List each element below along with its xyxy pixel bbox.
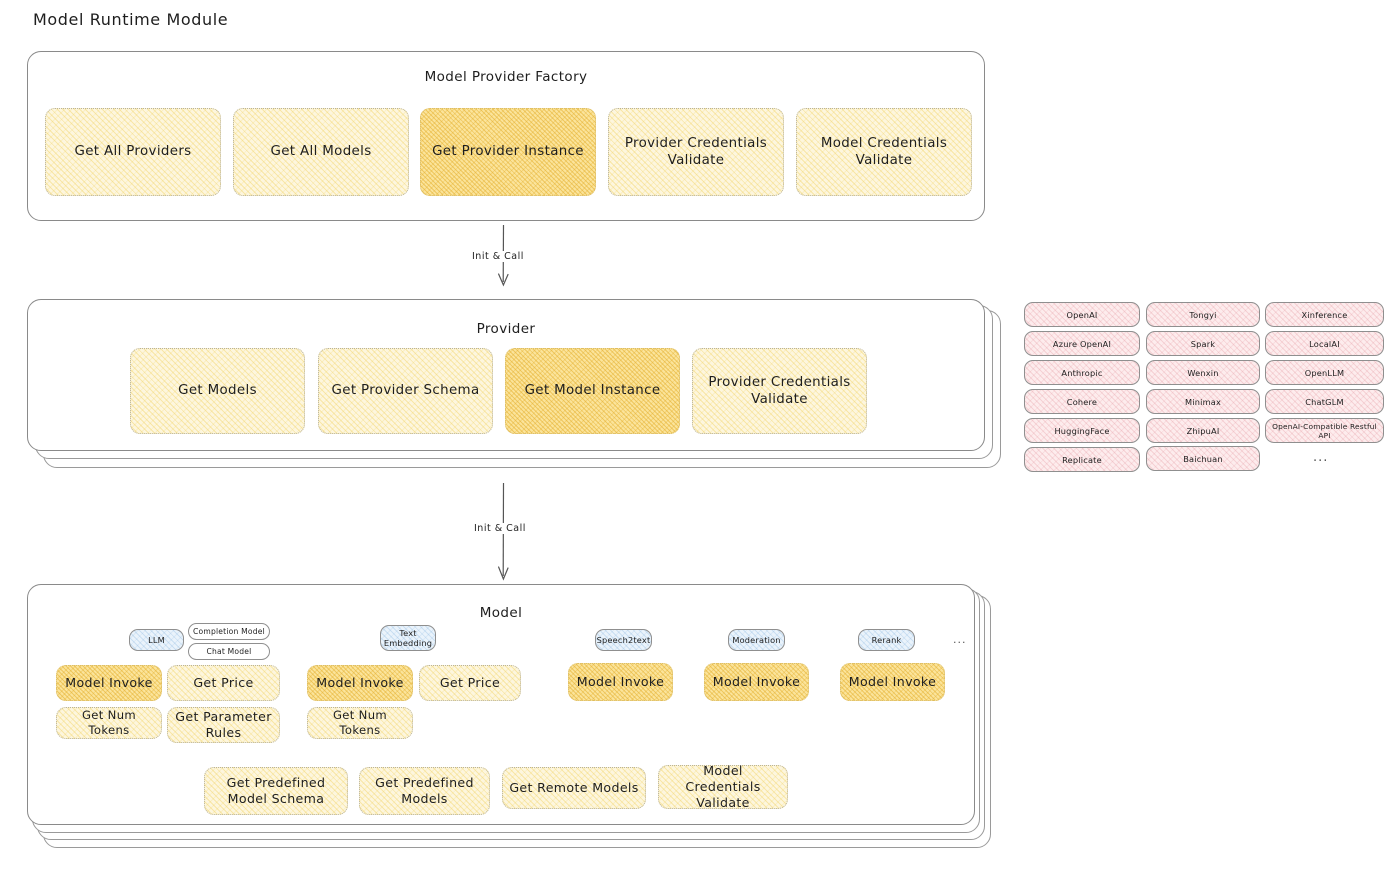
provider-pill-wenxin[interactable]: Wenxin	[1146, 360, 1260, 385]
factory-title: Model Provider Factory	[424, 69, 588, 85]
model-type-badge-llm[interactable]: LLM	[129, 629, 184, 651]
model-method-embedding-model-invoke[interactable]: Model Invoke	[307, 665, 413, 701]
provider-pill-replicate[interactable]: Replicate	[1024, 447, 1140, 472]
factory-node-provider-credentials-validate[interactable]: Provider Credentials Validate	[608, 108, 784, 196]
model-provider-factory-panel: Model Provider Factory Get All Providers…	[27, 51, 985, 221]
model-title: Model	[479, 605, 523, 621]
arrow-icon	[498, 482, 509, 581]
provider-pill-spark[interactable]: Spark	[1146, 331, 1260, 356]
provider-pill-openai[interactable]: OpenAI	[1024, 302, 1140, 327]
provider-panel: Provider Get Models Get Provider Schema …	[27, 299, 985, 451]
arrow-provider-to-model: Init & Call	[470, 482, 540, 587]
model-type-badge-rerank[interactable]: Rerank	[858, 629, 915, 651]
model-type-sub-badge-chat-model[interactable]: Chat Model	[188, 643, 270, 660]
provider-pill-chatglm[interactable]: ChatGLM	[1265, 389, 1384, 414]
provider-node-get-model-instance[interactable]: Get Model Instance	[505, 348, 680, 434]
model-panel: Model LLM Completion Model Chat Model Te…	[27, 584, 975, 825]
model-type-badge-text-embedding[interactable]: Text Embedding	[380, 625, 436, 651]
factory-node-get-provider-instance[interactable]: Get Provider Instance	[420, 108, 596, 196]
provider-pill-anthropic[interactable]: Anthropic	[1024, 360, 1140, 385]
arrow-label-init-call-2: Init & Call	[471, 523, 529, 534]
provider-pill-cohere[interactable]: Cohere	[1024, 389, 1140, 414]
model-method-llm-get-price[interactable]: Get Price	[167, 665, 280, 701]
model-method-llm-get-parameter-rules[interactable]: Get Parameter Rules	[167, 707, 280, 743]
page-title: Model Runtime Module	[33, 10, 229, 29]
factory-node-get-all-providers[interactable]: Get All Providers	[45, 108, 221, 196]
provider-list: OpenAI Azure OpenAI Anthropic Cohere Hug…	[1024, 300, 1384, 476]
model-shared-get-predefined-model-schema[interactable]: Get Predefined Model Schema	[204, 767, 348, 815]
model-method-moderation-model-invoke[interactable]: Model Invoke	[704, 663, 809, 701]
provider-list-ellipsis: ...	[1313, 450, 1329, 465]
provider-pill-minimax[interactable]: Minimax	[1146, 389, 1260, 414]
model-method-rerank-model-invoke[interactable]: Model Invoke	[840, 663, 945, 701]
model-method-embedding-get-num-tokens[interactable]: Get Num Tokens	[307, 707, 413, 739]
provider-pill-openllm[interactable]: OpenLLM	[1265, 360, 1384, 385]
provider-pill-openai-compatible[interactable]: OpenAI-Compatible Restful API	[1265, 418, 1384, 443]
arrow-label-init-call-1: Init & Call	[469, 251, 527, 262]
factory-node-model-credentials-validate[interactable]: Model Credentials Validate	[796, 108, 972, 196]
provider-pill-localai[interactable]: LocalAI	[1265, 331, 1384, 356]
model-shared-get-predefined-models[interactable]: Get Predefined Models	[359, 767, 490, 815]
model-method-llm-model-invoke[interactable]: Model Invoke	[56, 665, 162, 701]
arrow-factory-to-provider: Init & Call	[469, 224, 540, 294]
provider-pill-zhipuai[interactable]: ZhipuAI	[1146, 418, 1260, 443]
provider-pill-baichuan[interactable]: Baichuan	[1146, 446, 1260, 471]
model-types-ellipsis: ...	[953, 633, 967, 646]
provider-pill-tongyi[interactable]: Tongyi	[1146, 302, 1260, 327]
model-method-llm-get-num-tokens[interactable]: Get Num Tokens	[56, 707, 162, 739]
factory-node-get-all-models[interactable]: Get All Models	[233, 108, 409, 196]
provider-pill-xinference[interactable]: Xinference	[1265, 302, 1384, 327]
model-method-speech2text-model-invoke[interactable]: Model Invoke	[568, 663, 673, 701]
model-type-sub-badge-completion-model[interactable]: Completion Model	[188, 623, 270, 640]
provider-pill-huggingface[interactable]: HuggingFace	[1024, 418, 1140, 443]
provider-pill-azure-openai[interactable]: Azure OpenAI	[1024, 331, 1140, 356]
provider-node-get-models[interactable]: Get Models	[130, 348, 305, 434]
model-shared-get-remote-models[interactable]: Get Remote Models	[502, 767, 646, 809]
provider-title: Provider	[476, 321, 536, 337]
model-type-badge-speech2text[interactable]: Speech2text	[595, 629, 652, 651]
provider-node-provider-credentials-validate[interactable]: Provider Credentials Validate	[692, 348, 867, 434]
model-shared-model-credentials-validate[interactable]: Model Credentials Validate	[658, 763, 788, 810]
model-method-embedding-get-price[interactable]: Get Price	[419, 665, 521, 701]
model-type-badge-moderation[interactable]: Moderation	[728, 629, 785, 651]
provider-node-get-provider-schema[interactable]: Get Provider Schema	[318, 348, 493, 434]
